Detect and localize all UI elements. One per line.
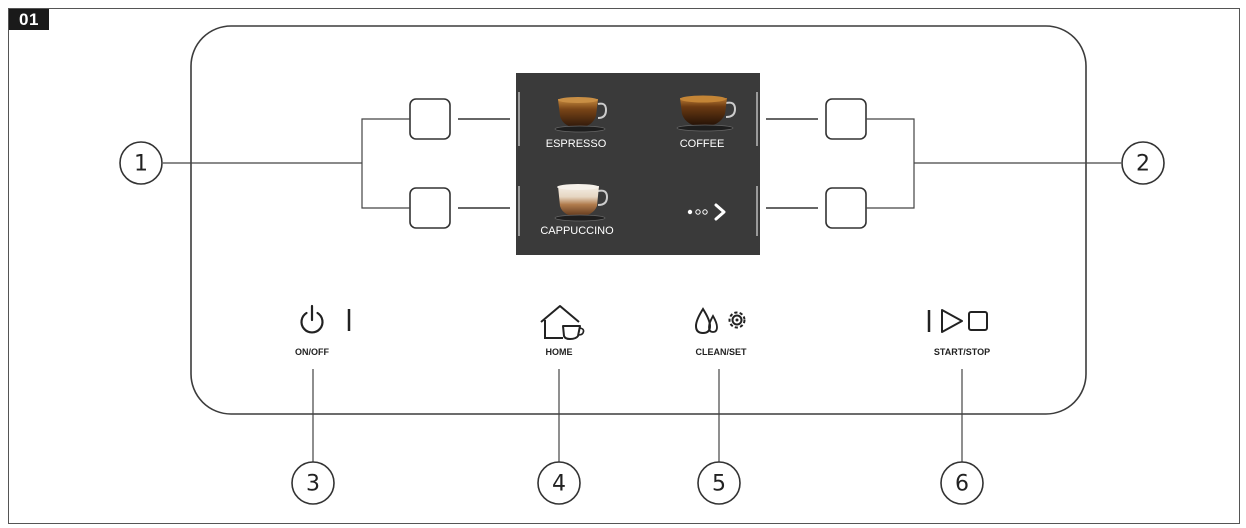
figure-frame (8, 8, 1240, 524)
screen-label-espresso: ESPRESSO (546, 138, 607, 150)
callout-2: 2 (1121, 141, 1165, 185)
select-button-coffee[interactable] (825, 98, 867, 140)
callout-bracket (361, 118, 410, 209)
screen-label-coffee: COFFEE (680, 138, 725, 150)
play-stop-icon (927, 309, 988, 333)
chevron-right-icon (714, 203, 726, 221)
select-button-espresso[interactable] (409, 98, 451, 140)
cappuccino-cup-icon[interactable] (554, 184, 609, 222)
start-stop-label: START/STOP (934, 347, 990, 357)
more-page-indicator[interactable] (687, 203, 726, 221)
home-button[interactable]: HOME (540, 305, 585, 357)
callout-6: 6 (940, 461, 984, 505)
callout-number: 2 (1136, 152, 1150, 177)
callout-number: 1 (134, 152, 148, 177)
coffee-cup-icon[interactable] (676, 95, 737, 132)
espresso-cup-icon[interactable] (554, 97, 608, 133)
callout-bracket (866, 118, 915, 209)
home-cup-icon (540, 305, 585, 340)
on-off-button[interactable]: ON/OFF (295, 304, 351, 357)
clean-set-button[interactable]: CLEAN/SET (694, 307, 747, 357)
callout-1: 1 (119, 141, 163, 185)
screen-label-cappuccino: CAPPUCCINO (540, 225, 614, 237)
figure-label: 01 (9, 9, 49, 30)
home-label: HOME (546, 347, 573, 357)
select-button-more[interactable] (825, 187, 867, 229)
page-dot (695, 209, 701, 215)
callout-5: 5 (697, 461, 741, 505)
page-dot (702, 209, 708, 215)
drops-gear-icon (694, 307, 746, 335)
callout-number: 3 (306, 472, 320, 497)
select-button-cappuccino[interactable] (409, 187, 451, 229)
callout-number: 5 (712, 472, 726, 497)
callout-3: 3 (291, 461, 335, 505)
callout-number: 6 (955, 472, 969, 497)
power-icon (300, 304, 324, 334)
start-stop-button[interactable]: START/STOP (927, 309, 990, 357)
on-off-label: ON/OFF (295, 347, 329, 357)
page-dot-active (687, 209, 693, 215)
callout-number: 4 (552, 472, 566, 497)
clean-set-label: CLEAN/SET (695, 347, 747, 357)
control-panel-outline (190, 25, 1087, 415)
callout-4: 4 (537, 461, 581, 505)
